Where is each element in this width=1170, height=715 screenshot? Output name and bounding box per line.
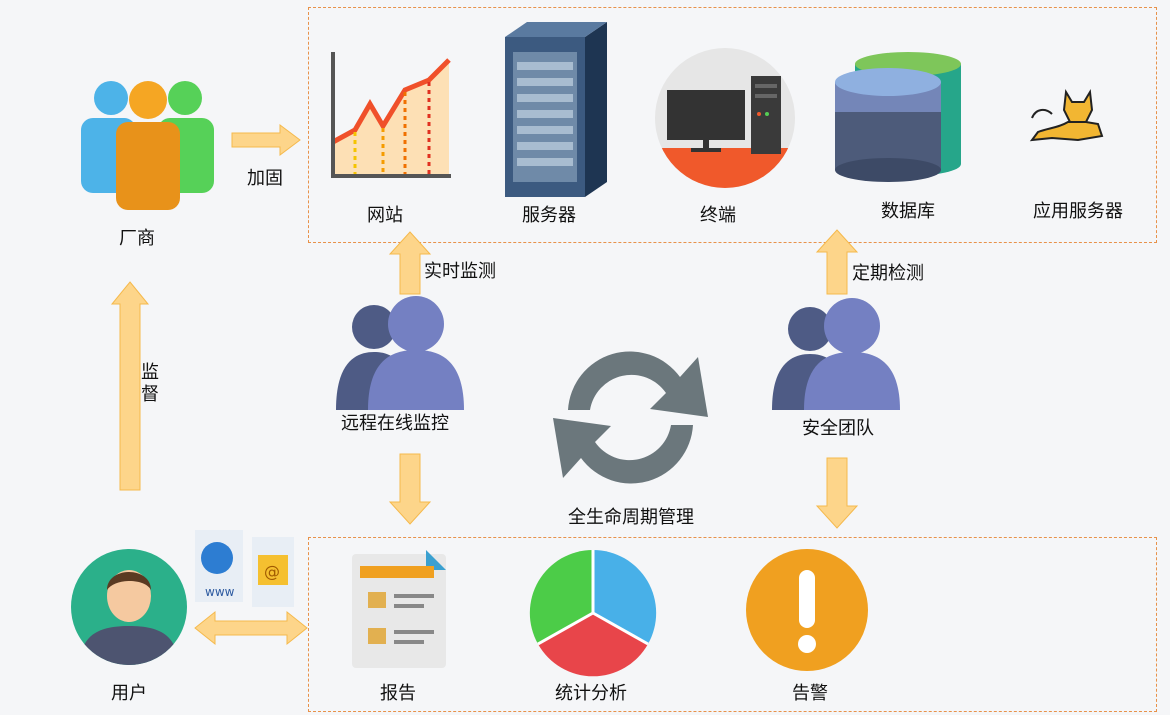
vendor-people-icon: [81, 81, 214, 210]
asset-label-website: 网站: [367, 205, 403, 226]
email-icon: @: [252, 537, 294, 607]
database-icon: [835, 52, 961, 182]
svg-text:www: www: [205, 585, 235, 599]
asset-label-database: 数据库: [881, 201, 935, 222]
alert-warning-icon: [746, 549, 868, 671]
arrow-up-icon: [110, 281, 150, 491]
tomcat-app-server-icon: [1029, 88, 1104, 142]
www-globe-icon: www: [195, 530, 243, 602]
security-team-label: 安全团队: [802, 418, 874, 439]
asset-label-app-server: 应用服务器: [1033, 201, 1123, 222]
team-people-icon: [336, 296, 464, 410]
output-label-alert: 告警: [792, 683, 828, 704]
terminal-computer-icon: [655, 48, 795, 188]
harden-label: 加固: [247, 168, 283, 189]
svg-text:@: @: [264, 562, 280, 581]
arrow-down-icon: [388, 453, 432, 525]
output-label-statistics: 统计分析: [555, 683, 627, 704]
user-avatar-icon: [71, 549, 187, 665]
realtime-monitor-label: 实时监测: [424, 261, 496, 282]
report-document-icon: [352, 550, 446, 668]
asset-label-terminal: 终端: [700, 205, 736, 226]
periodic-check-label: 定期检测: [852, 263, 924, 284]
arrow-right-icon: [231, 124, 301, 156]
arrow-up-icon: [815, 229, 859, 295]
pie-chart-icon: [529, 549, 657, 677]
arrow-up-icon: [388, 231, 432, 295]
server-icon: [505, 22, 607, 197]
asset-label-server: 服务器: [522, 205, 576, 226]
team-people-icon: [772, 298, 900, 410]
supervise-label: 监督: [141, 362, 159, 405]
arrow-down-icon: [815, 457, 859, 529]
output-label-report: 报告: [380, 683, 416, 704]
refresh-cycle-icon: [553, 351, 708, 484]
lifecycle-label: 全生命周期管理: [568, 507, 694, 528]
arrow-both-icon: [194, 610, 308, 646]
website-chart-icon: [331, 52, 451, 178]
vendor-label: 厂商: [119, 228, 155, 249]
remote-monitor-label: 远程在线监控: [341, 413, 449, 434]
assets-group: [308, 7, 1157, 243]
outputs-group: [308, 537, 1157, 712]
user-label: 用户: [111, 683, 147, 704]
